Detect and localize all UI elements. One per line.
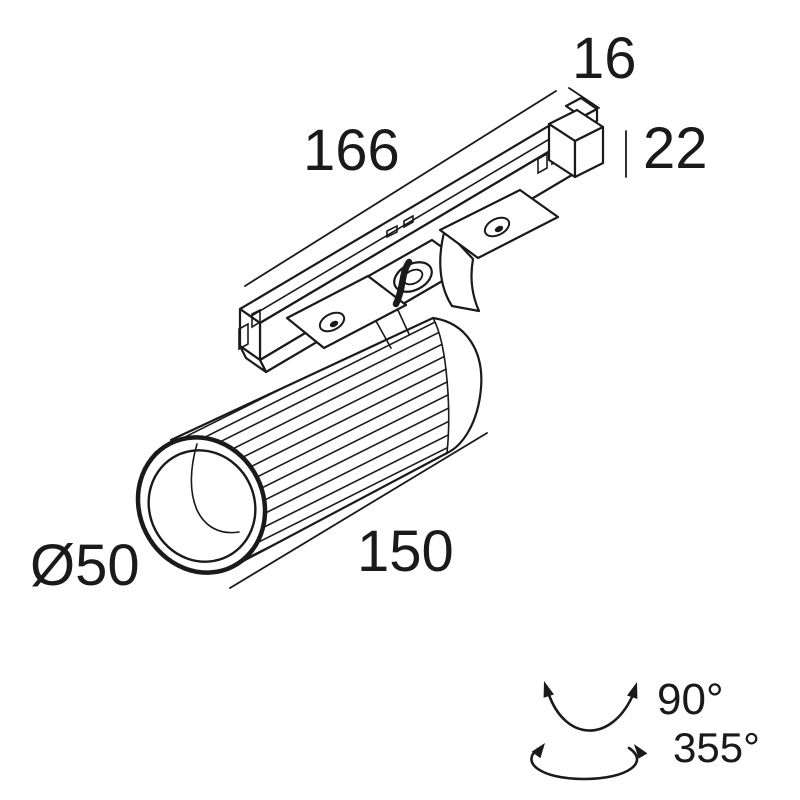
tilt-arrowhead-left-icon [543, 681, 554, 698]
body-rear-cap-outer [431, 316, 483, 455]
dim-tick-16 [568, 87, 600, 109]
tilt-arrow-arc-icon [547, 693, 634, 732]
front-ring-inner [147, 449, 257, 563]
dim-label-track-width: 16 [572, 26, 637, 91]
pan-arrow-arc-icon [530, 746, 639, 781]
dim-label-body-diameter: Ø50 [30, 533, 140, 598]
track-mid-mark-1 [386, 224, 398, 239]
pan-arrowhead-left-icon [531, 743, 545, 759]
track-rail [238, 119, 579, 374]
dim-label-adapter-height: 22 [643, 116, 708, 181]
connector-right-face [573, 125, 605, 179]
mounting-bracket [285, 188, 560, 350]
pan-arrowhead-right-icon [634, 744, 648, 759]
track-end-fold [238, 344, 268, 374]
track-top-lip-line [247, 130, 564, 319]
track-slot-left-lower [238, 322, 249, 351]
bracket-plate-left [285, 274, 408, 350]
screw-left-center [329, 320, 339, 328]
yoke-arm [439, 227, 481, 313]
track-mid-mark-2 [403, 214, 414, 229]
body-bottom-edge [230, 451, 449, 569]
yoke-leg-right [396, 307, 410, 335]
dim-line-166 [244, 90, 557, 287]
track-slot-right-small [537, 152, 548, 175]
dim-label-track-length: 166 [303, 118, 400, 183]
dim-line-150 [229, 432, 488, 589]
tilt-angle-label: 90° [657, 675, 724, 724]
dimensions: 166 16 22 150 Ø50 [30, 26, 708, 598]
rotation-indicator: 90° 355° [530, 675, 760, 781]
pan-angle-label: 355° [673, 724, 760, 771]
spotlight-body [135, 316, 483, 575]
body-top-edge [169, 316, 435, 442]
dim-label-body-length: 150 [357, 519, 454, 584]
screw-right-center [494, 225, 504, 233]
body-rear-cap-boundary [432, 317, 450, 454]
pivot-screw [392, 258, 413, 308]
track-connector-block [547, 96, 605, 179]
track-slot-left-upper [251, 308, 261, 329]
tilt-arrowhead-right-icon [627, 682, 638, 699]
reflector-arc [190, 443, 240, 534]
